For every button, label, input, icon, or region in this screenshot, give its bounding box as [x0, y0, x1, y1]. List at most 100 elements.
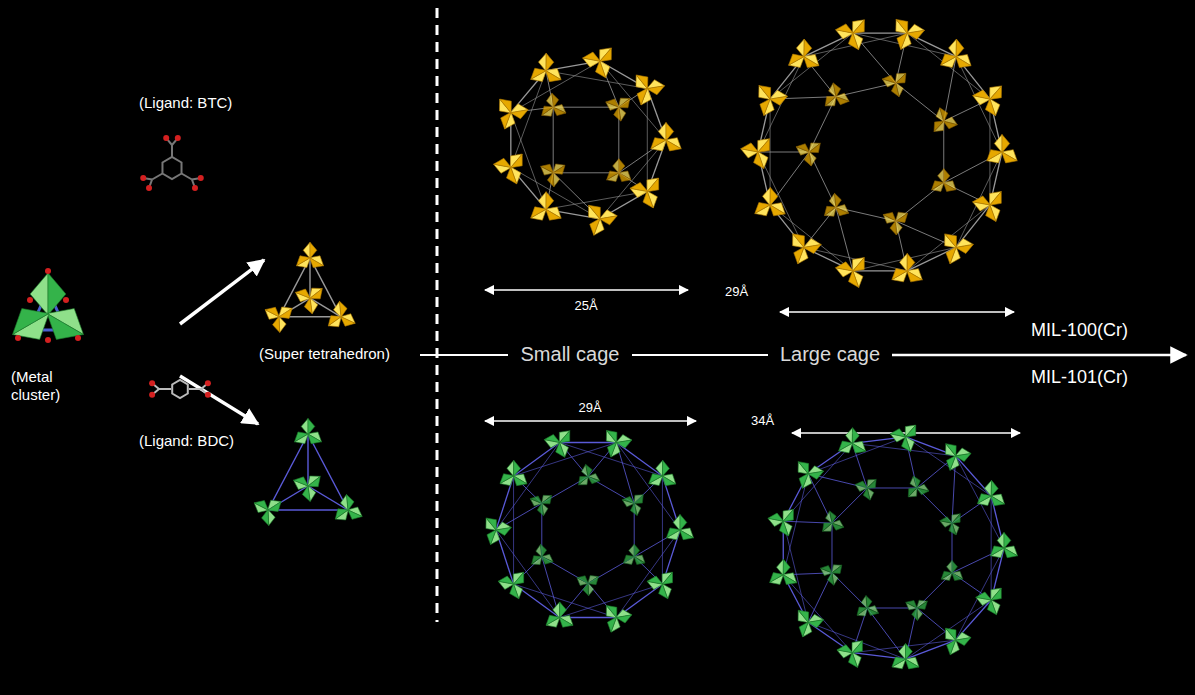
- octahedron-face: [630, 503, 637, 515]
- octahedron-face: [808, 620, 824, 628]
- octahedron-face: [905, 659, 919, 669]
- linker-bond: [896, 221, 956, 247]
- octahedron-face: [823, 523, 833, 531]
- octahedron-face: [758, 139, 770, 153]
- octahedron-face: [310, 288, 323, 298]
- dimension-label: 34Å: [748, 413, 777, 429]
- super-tetrahedron-model: [265, 242, 355, 332]
- octahedron-face: [990, 192, 1002, 206]
- linker-bond: [268, 509, 348, 510]
- octahedron-face: [987, 150, 1003, 161]
- linker-bond: [853, 32, 907, 33]
- linker-bond: [662, 476, 663, 584]
- octahedron-face: [556, 442, 565, 457]
- linker-bond: [917, 488, 952, 523]
- octahedron-face: [546, 192, 554, 210]
- octahedron-face: [853, 258, 865, 272]
- linker-bond: [307, 434, 308, 486]
- octahedron-face: [486, 518, 496, 530]
- linker-bond: [619, 173, 647, 192]
- linker-bond: [770, 152, 809, 205]
- oxygen-atom: [149, 380, 155, 386]
- octahedron-face: [649, 474, 663, 484]
- linker-bond: [159, 388, 171, 390]
- linker-bond: [600, 140, 666, 219]
- octahedron-face: [510, 110, 528, 119]
- linker-bond: [808, 437, 905, 474]
- octahedron-face: [553, 172, 559, 186]
- linker-bond: [616, 584, 662, 617]
- linker-bond: [588, 443, 616, 477]
- octahedron-face: [793, 234, 805, 248]
- octahedron-face: [946, 444, 956, 456]
- linker-bond: [906, 608, 917, 659]
- inner-clusters: [541, 93, 631, 187]
- octahedron-face: [265, 307, 279, 317]
- linker-bond: [268, 434, 308, 510]
- octahedron-face: [328, 317, 341, 327]
- octahedron-face: [48, 273, 66, 315]
- stage-label: (Super tetrahedron): [256, 345, 393, 363]
- octahedron-face: [613, 159, 619, 173]
- octahedron-face: [867, 479, 876, 488]
- oxygen-atom: [146, 185, 152, 191]
- octahedron-face: [900, 253, 908, 271]
- octahedron-face: [866, 596, 872, 609]
- linker-bond: [896, 83, 944, 121]
- octahedron-face: [783, 559, 790, 575]
- octahedron-face: [606, 606, 616, 618]
- linker-bond: [917, 573, 952, 608]
- octahedron-face: [619, 159, 625, 173]
- octahedron-face: [852, 641, 862, 653]
- octahedron-face: [636, 75, 648, 89]
- linker-bond: [952, 573, 991, 600]
- octahedron-face: [804, 56, 819, 67]
- linker-bond: [511, 71, 546, 168]
- octahedron-face: [759, 85, 771, 99]
- linker-bond: [310, 258, 341, 317]
- linker-bond: [991, 496, 1004, 548]
- linker-bond: [809, 152, 836, 207]
- octahedron-face: [890, 429, 906, 437]
- octahedron-face: [836, 262, 854, 271]
- octahedron-face: [328, 316, 341, 326]
- octahedron-face: [952, 560, 957, 573]
- octahedron-face: [907, 271, 923, 282]
- octahedron-face: [905, 644, 912, 660]
- linker-bond: [553, 173, 600, 219]
- octahedron-face: [952, 573, 963, 581]
- octahedron-face: [944, 169, 950, 183]
- octahedron-face: [541, 164, 554, 173]
- octahedron-face: [647, 576, 663, 584]
- octahedron-face: [896, 221, 902, 235]
- oxygen-atom: [75, 335, 81, 341]
- octahedron-face: [947, 640, 956, 655]
- linker-bond: [896, 183, 944, 221]
- octahedron-face: [905, 425, 916, 437]
- octahedron-face: [629, 544, 634, 557]
- octahedron-face: [852, 428, 859, 444]
- octahedron-face: [824, 206, 836, 215]
- octahedron-face: [308, 418, 315, 434]
- ligand-label: (Ligand: BDC): [136, 432, 237, 450]
- octahedron-face: [956, 39, 964, 57]
- linker-bond: [917, 456, 956, 488]
- linker-bond: [917, 608, 956, 640]
- linker-bond: [956, 152, 1002, 247]
- linker-bond: [662, 530, 680, 584]
- divider-dashed: [436, 8, 439, 622]
- octahedron-face: [917, 608, 923, 621]
- oxygen-atom: [27, 297, 33, 303]
- linker-bond: [514, 476, 542, 503]
- octahedron-face: [308, 476, 321, 486]
- linker-bond: [956, 548, 1004, 640]
- octahedron-face: [798, 462, 808, 474]
- inner-clusters: [530, 464, 645, 595]
- linker-bond: [808, 622, 905, 659]
- octahedron-face: [507, 460, 514, 476]
- octahedron-face: [583, 52, 601, 61]
- octahedron-face: [651, 138, 667, 149]
- linker-bond: [832, 488, 867, 523]
- octahedron-face: [853, 20, 865, 34]
- linker-bond: [956, 57, 990, 99]
